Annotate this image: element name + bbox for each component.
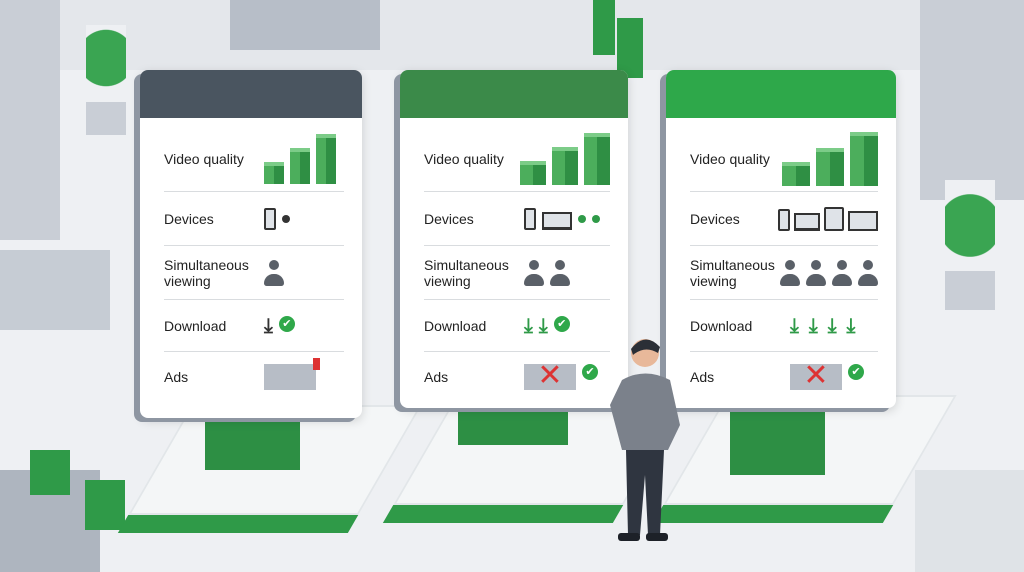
stand-1 <box>205 410 300 470</box>
user-icon <box>550 259 570 286</box>
person-figure <box>610 339 680 541</box>
label: Devices <box>690 210 740 227</box>
user-icon <box>806 259 826 286</box>
plan-panel-standard: Video quality Devices Simultaneous viewi… <box>400 70 628 408</box>
row-ads: Ads ✕ ✔ <box>424 352 610 402</box>
user-icon <box>858 259 878 286</box>
download-icon: ⤓ <box>790 314 799 337</box>
cross-icon: ✕ <box>803 359 829 392</box>
label: Ads <box>424 369 449 385</box>
panel-header <box>140 70 362 118</box>
phone-icon <box>524 207 536 230</box>
label: Ads <box>690 369 715 385</box>
row-devices: Devices <box>690 192 878 246</box>
row-ads: Ads <box>164 352 344 402</box>
quality-bars-icon <box>520 132 610 185</box>
label: Ads <box>164 369 189 385</box>
tablet-icon <box>824 206 844 231</box>
green-chair <box>30 450 70 495</box>
user-icon <box>832 259 852 286</box>
green-chair <box>85 480 125 530</box>
row-download: Download ⤓⤓ ✔ <box>424 300 610 352</box>
no-ads-icon: ✕ <box>790 359 842 392</box>
row-download: Download ⤓ ⤓ ⤓ ⤓ <box>690 300 878 352</box>
phone-icon <box>264 207 276 230</box>
download-icon: ⤓ <box>524 314 533 337</box>
row-video-quality: Video quality <box>164 126 344 192</box>
label: Download <box>164 317 227 334</box>
floor-back <box>0 0 1024 70</box>
plan-panel-premium: Video quality Devices Simultaneous viewi… <box>666 70 896 408</box>
label: Simultaneous viewing <box>690 256 775 289</box>
dot-icon <box>282 214 290 223</box>
label: Video quality <box>164 150 244 167</box>
user-icon <box>264 259 284 286</box>
user-icon <box>524 259 544 286</box>
dot-icon <box>578 214 586 223</box>
label: Video quality <box>424 150 504 167</box>
laptop-icon <box>794 212 820 231</box>
quality-bars-icon <box>264 133 344 184</box>
panel-header <box>666 70 896 118</box>
label: Video quality <box>690 150 770 167</box>
plant-right <box>945 180 995 310</box>
check-icon: ✔ <box>553 315 570 332</box>
label: Devices <box>164 210 214 227</box>
stand-3 <box>730 400 825 475</box>
user-icon <box>780 259 800 286</box>
check-icon: ✔ <box>278 315 295 332</box>
ad-banner-icon <box>264 358 320 390</box>
download-icon: ⤓ <box>808 314 818 337</box>
label: Download <box>424 317 487 334</box>
row-video-quality: Video quality <box>690 126 878 192</box>
row-ads: Ads ✕ ✔ <box>690 352 878 402</box>
monitor-icon <box>848 210 878 231</box>
no-ads-icon: ✕ <box>524 359 576 392</box>
panel-header <box>400 70 628 118</box>
label: Devices <box>424 210 474 227</box>
green-column <box>617 18 643 78</box>
row-devices: Devices <box>424 192 610 246</box>
label: Download <box>690 317 753 334</box>
cabinet <box>230 0 380 50</box>
download-icon: ⤓ <box>264 314 273 337</box>
download-icon: ⤓ <box>827 314 837 337</box>
row-simultaneous: Simultaneous viewing <box>424 246 610 300</box>
dot-icon <box>592 214 600 223</box>
label: Simultaneous viewing <box>424 256 509 289</box>
download-icon: ⤓ <box>846 314 856 337</box>
table-left <box>0 250 110 330</box>
check-icon: ✔ <box>848 364 864 380</box>
row-simultaneous: Simultaneous viewing <box>690 246 878 300</box>
row-devices: Devices <box>164 192 344 246</box>
row-video-quality: Video quality <box>424 126 610 192</box>
check-icon: ✔ <box>582 364 598 380</box>
green-column <box>593 0 615 55</box>
cross-icon: ✕ <box>537 359 563 392</box>
quality-bars-icon <box>782 131 878 186</box>
download-icon: ⤓ <box>538 314 548 337</box>
row-download: Download ⤓ ✔ <box>164 300 344 352</box>
row-simultaneous: Simultaneous viewing <box>164 246 344 300</box>
phone-icon <box>778 208 790 231</box>
plan-panel-basic: Video quality Devices Simultaneous viewi… <box>140 70 362 418</box>
desk-right <box>915 470 1024 572</box>
label: Simultaneous viewing <box>164 256 249 289</box>
wall-right <box>920 0 1024 200</box>
wall-left <box>0 0 60 240</box>
laptop-icon <box>542 211 572 230</box>
plant-left <box>86 25 126 135</box>
